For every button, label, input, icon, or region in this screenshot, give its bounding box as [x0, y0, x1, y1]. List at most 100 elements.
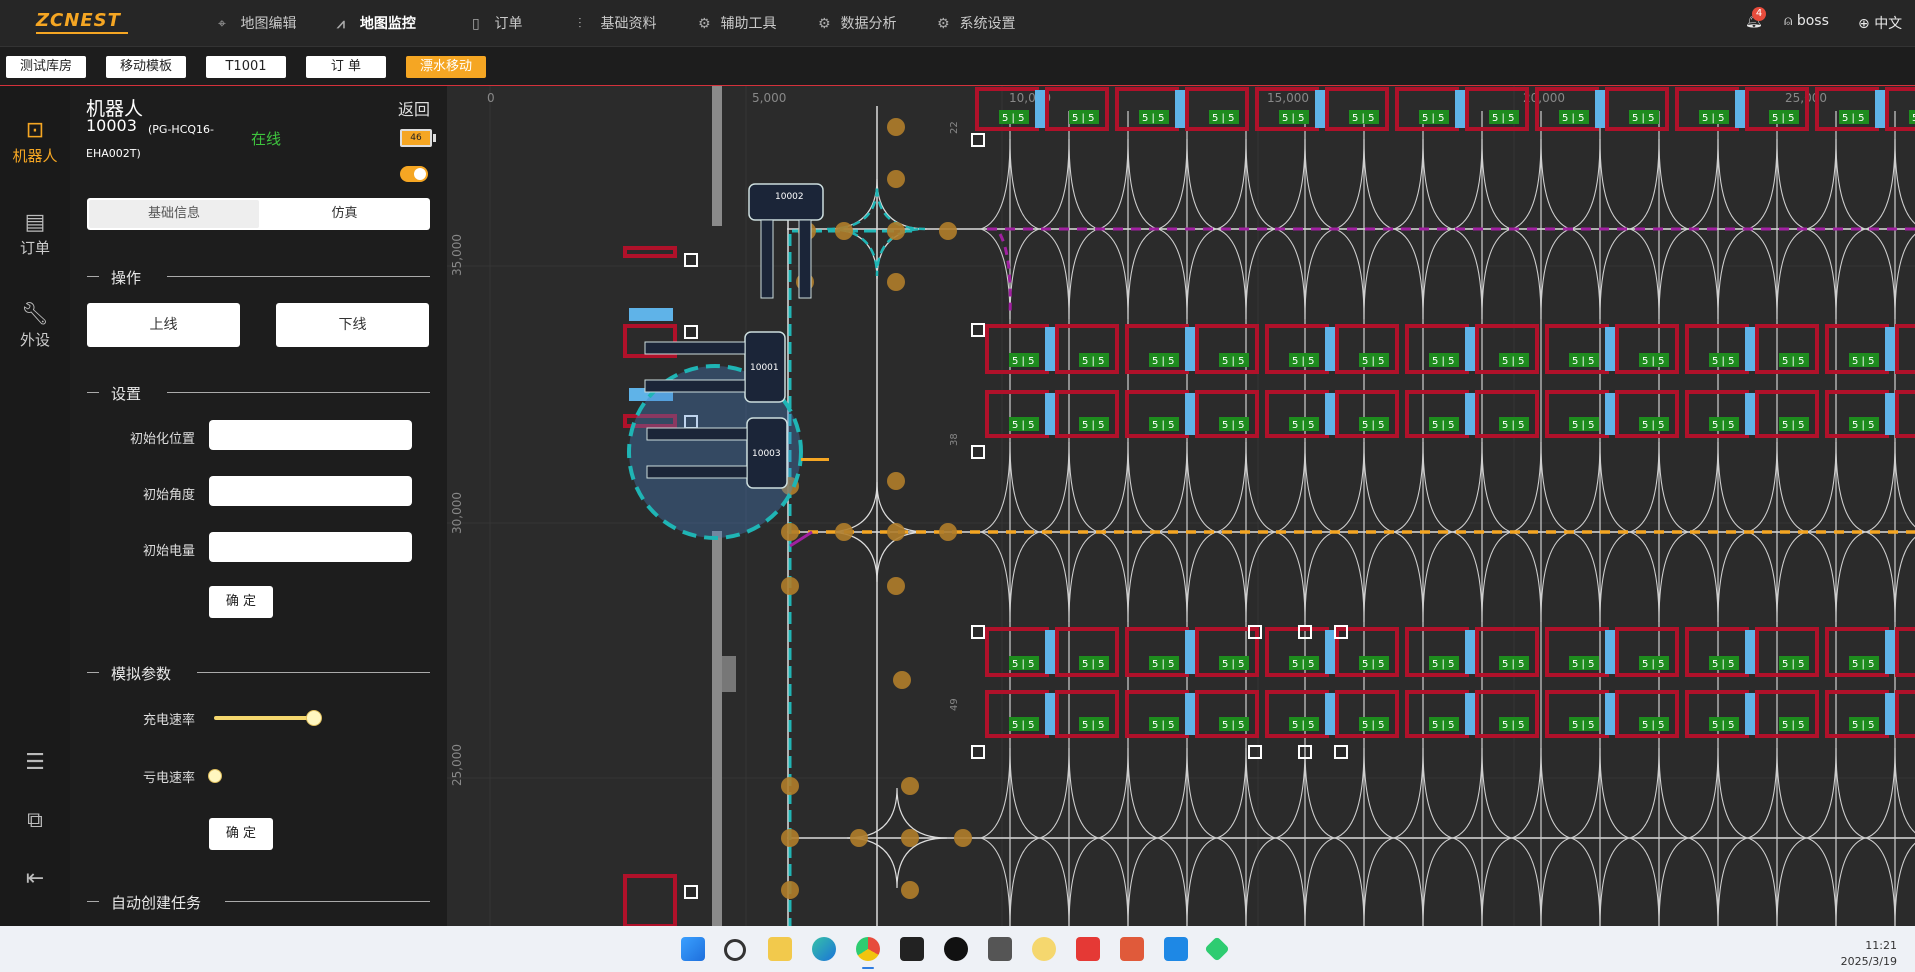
tab-basic-info[interactable]: 基础信息 [89, 200, 259, 228]
nav-map-edit[interactable]: ⌖ 地图编辑 [218, 13, 296, 33]
rack-frame [1045, 87, 1109, 131]
slot-label: 5 | 5 [1292, 659, 1314, 670]
rack-tag [1325, 693, 1337, 735]
row-number: 22 [949, 121, 960, 134]
robot-icon: ⊡ [25, 118, 45, 143]
search-icon[interactable] [724, 939, 746, 961]
robot-toggle[interactable] [400, 166, 428, 182]
app-icon[interactable] [1032, 937, 1056, 961]
nav-system-settings[interactable]: ⚙ 系统设置 [937, 13, 1015, 33]
nav-data-analysis[interactable]: ⚙ 数据分析 [818, 13, 896, 33]
rack-frame [1895, 627, 1915, 677]
wall [712, 531, 722, 926]
online-button[interactable]: 上线 [87, 303, 240, 347]
template-button[interactable]: 移动模板 [106, 56, 186, 78]
section-title: 自动创建任务 [111, 894, 202, 912]
nav-orders[interactable]: ▯ 订单 [472, 13, 522, 33]
init-angle-input[interactable] [209, 476, 412, 506]
robot-label: 10002 [775, 192, 804, 202]
storage-slot [1569, 656, 1599, 670]
chrome-icon[interactable] [856, 937, 880, 961]
robot-model: (PG-HCQ16-EHA002T) [86, 123, 214, 160]
x-tick-label: 5,000 [752, 91, 786, 105]
wps-icon[interactable] [1076, 937, 1100, 961]
branch-curve [1747, 531, 1778, 623]
file-explorer-icon[interactable] [768, 937, 792, 961]
notes-icon[interactable] [900, 937, 924, 961]
drain-rate-slider-thumb[interactable] [208, 769, 222, 783]
slot-label: 5 | 5 [1082, 720, 1104, 731]
offline-button[interactable]: 下线 [276, 303, 429, 347]
branch-curve [1127, 837, 1158, 926]
robot-select-button[interactable]: T1001 [206, 56, 286, 78]
branch-curve [1334, 138, 1365, 230]
user-menu[interactable]: ⍝ boss [1784, 13, 1829, 29]
chart-icon: ⩘ [337, 16, 345, 32]
init-position-input[interactable] [209, 420, 412, 450]
slot-label: 5 | 5 [1292, 420, 1314, 431]
branch-curve [1245, 228, 1276, 320]
logo[interactable]: ZCNEST [36, 10, 121, 31]
qr-marker [684, 325, 698, 339]
rack-frame [623, 246, 677, 258]
windows-start-icon[interactable] [681, 937, 705, 961]
rack-frame [623, 324, 677, 358]
language-switch[interactable]: ⊕ 中文 [1858, 13, 1902, 33]
globe-icon: ⊕ [1858, 16, 1870, 32]
qq-icon[interactable] [944, 937, 968, 961]
nav-basic-data[interactable]: ⫶ 基础资料 [578, 13, 656, 33]
tab-simulation[interactable]: 仿真 [331, 206, 358, 221]
storage-slot [1639, 353, 1669, 367]
sidebar-item-robot[interactable]: ⊡ 机器人 [0, 118, 70, 166]
slot-label: 5 | 5 [1432, 420, 1454, 431]
system-clock[interactable]: 11:21 2025/3/19 [1841, 938, 1897, 970]
back-button[interactable]: 返回 [398, 100, 431, 119]
sidebar-item-peripherals[interactable]: 🔧︎ 外设 [0, 302, 70, 350]
rack-tag [1185, 630, 1197, 674]
branch-curve [1068, 747, 1099, 839]
divider [87, 392, 99, 393]
branch-curve [1717, 138, 1748, 230]
sidebar-item-orders[interactable]: ▤ 订单 [0, 210, 70, 258]
rack-frame [1195, 690, 1259, 738]
list-icon[interactable]: ☰ [25, 750, 45, 775]
nav-aux-tools[interactable]: ⚙ 辅助工具 [698, 13, 776, 33]
storage-slot [1849, 717, 1879, 731]
path-node [781, 577, 799, 595]
branch-curve [1186, 531, 1217, 623]
location-pin-icon: ⌖ [218, 16, 226, 32]
branch-curve [1835, 747, 1866, 839]
move-button[interactable]: 漂水移动 [406, 56, 486, 78]
nav-map-monitor[interactable]: ⩘ 地图监控 [337, 13, 416, 33]
charge-rate-slider-track[interactable] [214, 716, 314, 720]
slot-label: 5 | 5 [1782, 420, 1804, 431]
path-node [781, 829, 799, 847]
branch-curve [1098, 531, 1129, 623]
app-icon[interactable] [1204, 936, 1230, 962]
warehouse-button[interactable]: 测试库房 [6, 56, 86, 78]
init-battery-input[interactable] [209, 532, 412, 562]
xmind-icon[interactable] [1120, 937, 1144, 961]
branch-curve [1157, 138, 1188, 230]
charge-rate-slider-thumb[interactable] [306, 710, 322, 726]
storage-slot [1289, 353, 1319, 367]
feishu-icon[interactable] [1164, 937, 1188, 961]
slot-label: 5 | 5 [1362, 356, 1384, 367]
branch-curve [1452, 441, 1483, 533]
settings-confirm-button[interactable]: 确 定 [209, 586, 273, 618]
branch-curve [1304, 138, 1335, 230]
branch-curve [1334, 441, 1365, 533]
branch-curve [1186, 747, 1217, 839]
slot-label: 5 | 5 [1642, 659, 1664, 670]
layers-icon[interactable]: ⧉ [27, 808, 43, 833]
edge-icon[interactable] [812, 937, 836, 961]
path-node [893, 671, 911, 689]
collapse-menu-icon[interactable]: ⇤ [25, 866, 45, 891]
storage-slot [1219, 353, 1249, 367]
app-icon[interactable] [988, 937, 1012, 961]
sidebar-item-label: 外设 [19, 331, 50, 349]
simulation-confirm-button[interactable]: 确 定 [209, 818, 273, 850]
order-button[interactable]: 订 单 [306, 56, 386, 78]
